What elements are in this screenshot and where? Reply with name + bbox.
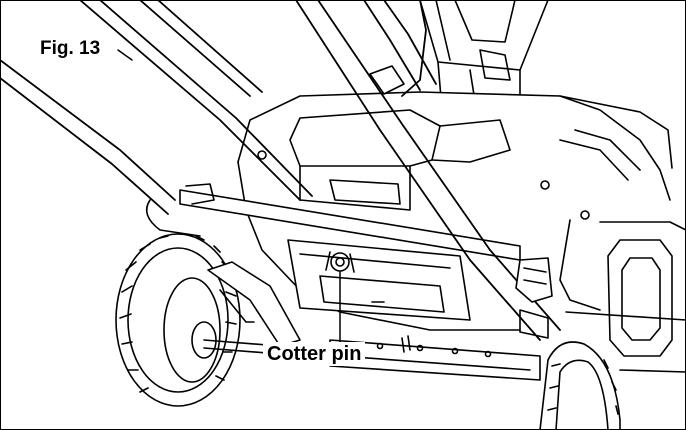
right-wheel (539, 341, 621, 430)
handle-hardware (369, 65, 553, 339)
leader-lines (117, 49, 341, 343)
handle-tubes (0, 0, 561, 341)
side-panel (559, 219, 686, 373)
mount-plate (287, 239, 471, 353)
callout-cotter-pin: Cotter pin (263, 342, 366, 366)
left-wheel (115, 233, 241, 407)
scraper-bar (329, 339, 541, 381)
figure-label: Fig. 13 (36, 38, 105, 60)
